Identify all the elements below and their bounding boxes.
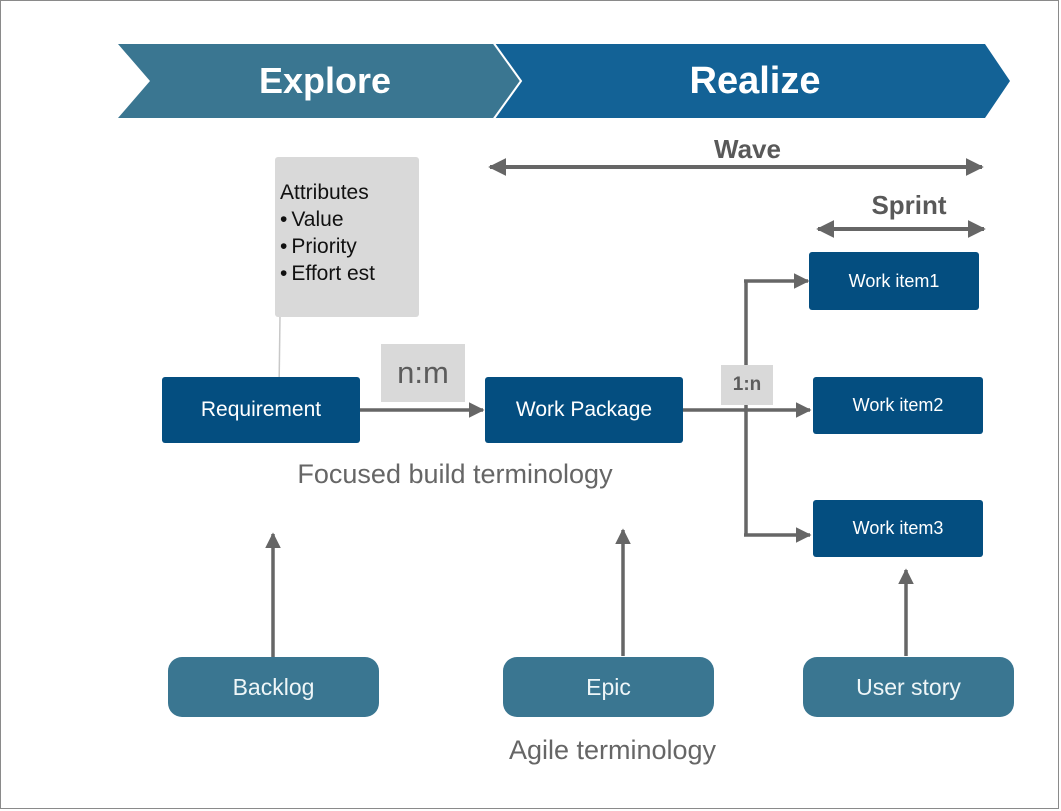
requirement-box[interactable]: Requirement	[162, 377, 360, 443]
focused-build-caption: Focused build terminology	[297, 459, 613, 489]
attributes-title: Attributes	[280, 181, 369, 204]
n-to-m-relation-label: n:m	[381, 344, 465, 402]
attributes-list: Value Priority Effort est	[280, 206, 419, 287]
realize-phase-label: Realize	[689, 60, 821, 102]
wave-label: Wave	[714, 134, 781, 164]
realize-phase-chevron	[493, 44, 1010, 118]
one-to-n-relation-label: 1:n	[721, 365, 773, 405]
phase-divider	[492, 41, 523, 121]
user-story-pill[interactable]: User story	[803, 657, 1014, 717]
attribute-item: Priority	[280, 233, 419, 260]
attributes-callout: Attributes Value Priority Effort est	[275, 157, 419, 317]
work-item2-box[interactable]: Work item2	[813, 377, 983, 434]
work-item1-box[interactable]: Work item1	[809, 252, 979, 310]
work-package-box[interactable]: Work Package	[485, 377, 683, 443]
agile-caption: Agile terminology	[508, 735, 717, 765]
attribute-item: Effort est	[280, 260, 419, 287]
backlog-pill[interactable]: Backlog	[168, 657, 379, 717]
attribute-item: Value	[280, 206, 419, 233]
epic-pill[interactable]: Epic	[503, 657, 714, 717]
sprint-label: Sprint	[871, 190, 947, 220]
explore-phase-chevron	[118, 44, 520, 118]
explore-phase-label: Explore	[258, 60, 392, 101]
work-item3-box[interactable]: Work item3	[813, 500, 983, 557]
